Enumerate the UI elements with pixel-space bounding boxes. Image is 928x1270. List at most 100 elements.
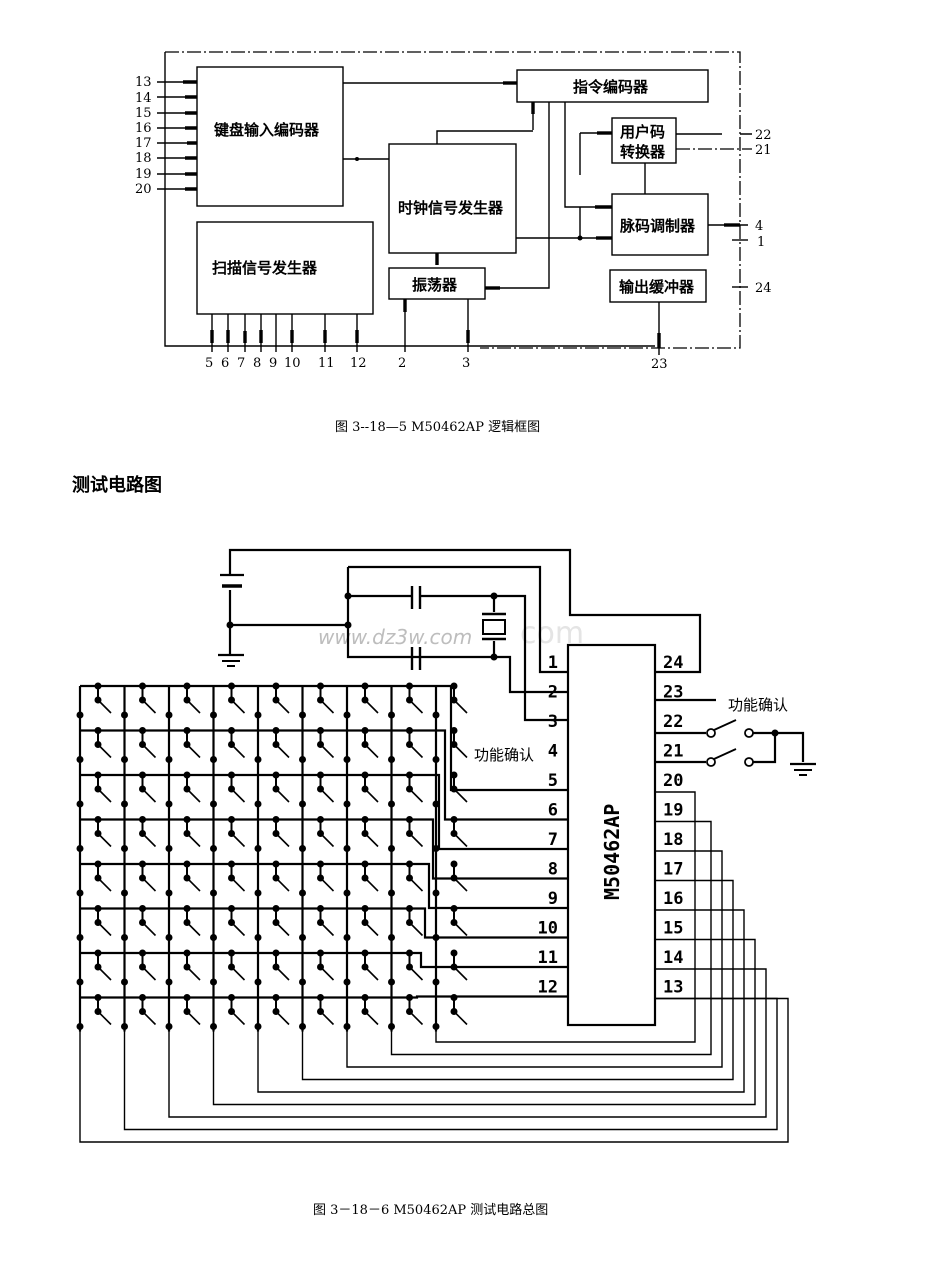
key-switch[interactable] xyxy=(450,682,468,714)
key-switch[interactable] xyxy=(361,949,379,981)
switch-icon[interactable] xyxy=(655,719,805,762)
key-switch[interactable] xyxy=(317,771,335,803)
junction-dot xyxy=(388,845,395,852)
function-confirm-label: 功能确认 xyxy=(728,696,788,714)
col-route-wire xyxy=(257,909,745,1093)
switch-icon[interactable] xyxy=(655,733,777,767)
key-switch[interactable] xyxy=(272,727,290,759)
key-switch[interactable] xyxy=(228,727,246,759)
key-switch[interactable] xyxy=(272,949,290,981)
key-switch[interactable] xyxy=(406,771,424,803)
key-switch[interactable] xyxy=(272,860,290,892)
key-switch[interactable] xyxy=(361,682,379,714)
key-switch[interactable] xyxy=(317,727,335,759)
pin-label: 6 xyxy=(221,356,229,371)
key-switch[interactable] xyxy=(228,771,246,803)
key-switch[interactable] xyxy=(94,860,112,892)
key-switch[interactable] xyxy=(94,949,112,981)
key-switch[interactable] xyxy=(183,994,201,1026)
key-switch[interactable] xyxy=(272,994,290,1026)
row-route-wire xyxy=(405,951,568,969)
signal-line xyxy=(579,132,612,175)
key-switch[interactable] xyxy=(406,949,424,981)
key-switch[interactable] xyxy=(183,682,201,714)
key-switch[interactable] xyxy=(183,727,201,759)
junction-dot xyxy=(165,889,173,897)
key-switch[interactable] xyxy=(361,860,379,892)
key-switch[interactable] xyxy=(183,816,201,848)
key-switch[interactable] xyxy=(317,682,335,714)
key-switch[interactable] xyxy=(272,816,290,848)
key-switch[interactable] xyxy=(228,682,246,714)
key-switch[interactable] xyxy=(406,860,424,892)
key-switch[interactable] xyxy=(317,860,335,892)
key-switch[interactable] xyxy=(406,994,424,1026)
key-switch[interactable] xyxy=(272,771,290,803)
key-switch[interactable] xyxy=(361,727,379,759)
key-switch[interactable] xyxy=(450,994,468,1026)
pin-label: 18 xyxy=(135,151,152,166)
junction-dot xyxy=(254,845,262,852)
junction-dot xyxy=(254,978,262,986)
col-route-wire xyxy=(346,850,723,1068)
key-switch[interactable] xyxy=(183,771,201,803)
key-switch[interactable] xyxy=(228,860,246,892)
pin-label: 13 xyxy=(135,75,152,90)
key-switch[interactable] xyxy=(317,949,335,981)
key-switch[interactable] xyxy=(361,816,379,848)
figure-caption: 图 3－18－6 M50462AP 测试电路总图 xyxy=(313,1202,548,1218)
junction-dot xyxy=(388,889,395,897)
row-route-wire xyxy=(405,995,568,999)
key-switch[interactable] xyxy=(406,905,424,937)
key-switch[interactable] xyxy=(139,949,157,981)
key-switch[interactable] xyxy=(139,682,157,714)
key-switch[interactable] xyxy=(228,994,246,1026)
key-switch[interactable] xyxy=(139,727,157,759)
key-switch[interactable] xyxy=(228,949,246,981)
key-switch[interactable] xyxy=(94,682,112,714)
junction-dot xyxy=(210,978,217,986)
watermark: www.dz3w.com xyxy=(318,625,472,649)
user-code-converter-block xyxy=(611,117,677,164)
signal-line xyxy=(404,299,469,352)
col-route-wire xyxy=(168,968,767,1118)
key-switch[interactable] xyxy=(361,994,379,1026)
key-switch[interactable] xyxy=(139,994,157,1026)
key-switch[interactable] xyxy=(228,816,246,848)
key-switch[interactable] xyxy=(183,905,201,937)
ic-pin-label: 10 xyxy=(538,919,558,939)
key-switch[interactable] xyxy=(450,905,468,937)
key-switch[interactable] xyxy=(317,816,335,848)
key-switch[interactable] xyxy=(450,949,468,981)
key-switch[interactable] xyxy=(94,816,112,848)
key-switch[interactable] xyxy=(139,771,157,803)
key-switch[interactable] xyxy=(406,816,424,848)
key-switch[interactable] xyxy=(139,816,157,848)
key-switch[interactable] xyxy=(139,860,157,892)
key-switch[interactable] xyxy=(361,905,379,937)
key-switch[interactable] xyxy=(361,771,379,803)
key-switch[interactable] xyxy=(272,905,290,937)
key-switch[interactable] xyxy=(94,727,112,759)
key-switch[interactable] xyxy=(272,682,290,714)
key-switch[interactable] xyxy=(139,905,157,937)
key-switch[interactable] xyxy=(317,994,335,1026)
key-switch[interactable] xyxy=(450,860,468,892)
key-switch[interactable] xyxy=(317,905,335,937)
key-switch[interactable] xyxy=(183,949,201,981)
key-switch[interactable] xyxy=(450,727,468,759)
key-switch[interactable] xyxy=(183,860,201,892)
outer-frame-top-right xyxy=(165,51,741,349)
key-switch[interactable] xyxy=(228,905,246,937)
key-switch[interactable] xyxy=(450,771,468,803)
junction-dot xyxy=(388,756,395,763)
junction-dot xyxy=(121,845,128,852)
key-switch[interactable] xyxy=(94,771,112,803)
key-switch[interactable] xyxy=(94,905,112,937)
key-switch[interactable] xyxy=(94,994,112,1026)
junction-dot xyxy=(121,889,128,897)
figure-caption: 图 3--18—5 M50462AP 逻辑框图 xyxy=(335,420,540,435)
pin-label: 12 xyxy=(350,356,367,371)
